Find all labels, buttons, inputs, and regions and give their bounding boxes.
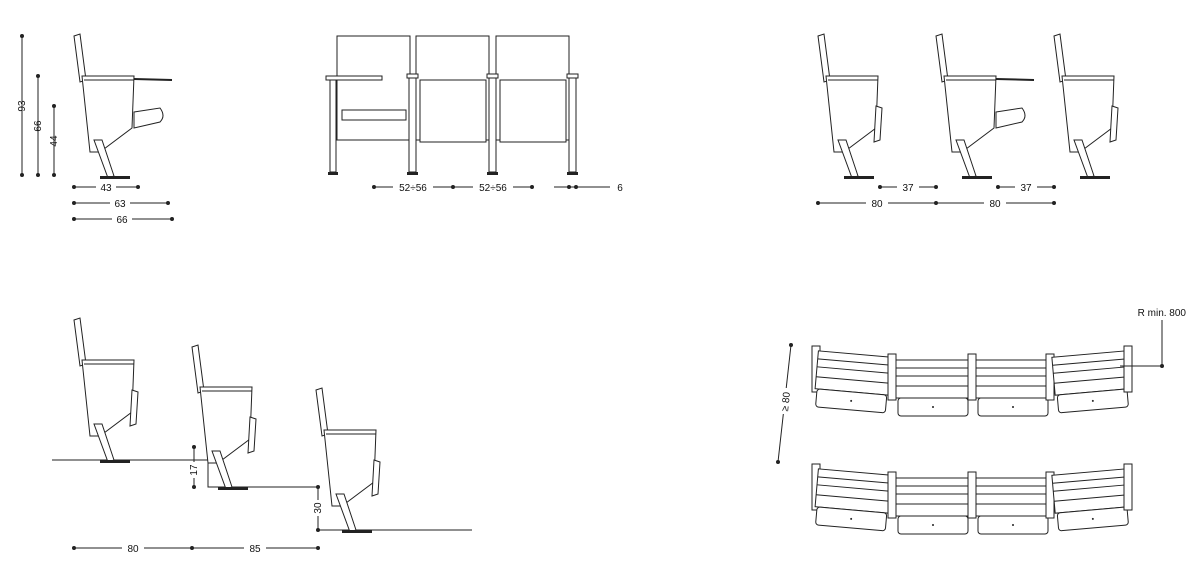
dim-label: ≥ 80 xyxy=(780,391,793,412)
dim-label: 43 xyxy=(100,183,112,194)
tiered-side-view: 17 30 80 85 xyxy=(52,318,472,555)
dim-label: 80 xyxy=(989,199,1001,210)
dim-depth-tablet: 66 xyxy=(72,213,174,226)
side-view-row-spacing: 37 37 80 80 xyxy=(816,34,1118,210)
dim-riser-1: 17 xyxy=(188,445,200,489)
plan-row-1 xyxy=(811,345,1133,417)
dim-label: 63 xyxy=(114,199,126,210)
dim-label: 85 xyxy=(249,544,261,555)
dim-height-total: 93 xyxy=(17,34,28,177)
dim-label: 66 xyxy=(33,120,44,132)
dim-closed-depth-1: 37 xyxy=(878,181,938,194)
dim-seat-width-2: 52÷56 xyxy=(453,181,534,194)
dim-plan-row-spacing: ≥ 80 xyxy=(776,343,793,464)
dim-plan-radius: R min. 800 xyxy=(1120,308,1186,368)
dim-label: 52÷56 xyxy=(479,183,507,194)
dim-height-seat: 44 xyxy=(49,104,60,177)
dim-label: 93 xyxy=(17,100,28,112)
dim-label: 44 xyxy=(49,135,60,147)
dim-arm-width: 6 xyxy=(554,183,623,194)
dim-closed-depth-2: 37 xyxy=(996,181,1056,194)
dim-label: 37 xyxy=(1020,183,1032,194)
dim-label: 52÷56 xyxy=(399,183,427,194)
dim-riser-2: 30 xyxy=(312,485,324,532)
dim-tier-pitch-2: 85 xyxy=(192,542,320,555)
dim-label: 66 xyxy=(116,215,128,226)
dim-label: 30 xyxy=(313,502,324,514)
plan-row-2 xyxy=(811,463,1133,535)
dim-label: 6 xyxy=(617,183,623,194)
dim-row-pitch-2: 80 xyxy=(936,197,1056,210)
plan-view-curved-rows: R min. 800 ≥ 80 xyxy=(776,308,1186,535)
dim-label: 37 xyxy=(902,183,914,194)
dim-label: 80 xyxy=(871,199,883,210)
dim-depth-open: 63 xyxy=(72,197,170,210)
dim-label: 80 xyxy=(127,544,139,555)
dim-label: 17 xyxy=(189,464,200,476)
dim-depth-closed: 43 xyxy=(72,181,140,194)
front-view-row: 52÷56 52÷56 6 xyxy=(325,35,623,194)
dim-seat-width-1: 52÷56 xyxy=(372,181,455,194)
dim-height-armrest: 66 xyxy=(33,74,44,177)
side-view-single: 93 66 44 43 63 66 xyxy=(17,34,174,226)
dim-tier-pitch-1: 80 xyxy=(72,542,194,555)
dim-label: R min. 800 xyxy=(1138,308,1187,319)
dim-row-pitch-1: 80 xyxy=(816,197,938,210)
